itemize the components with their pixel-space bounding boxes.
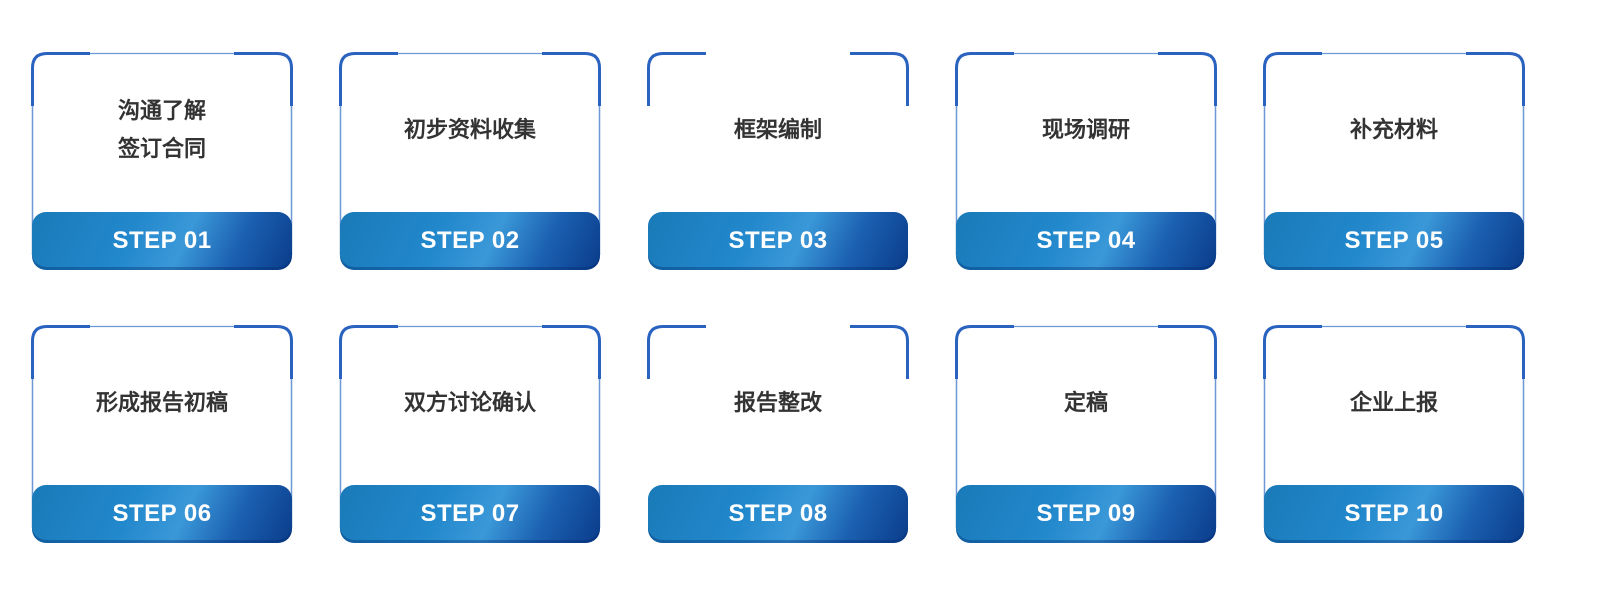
step-title: 现场调研 [955, 50, 1217, 212]
step-card: 报告整改 STEP 08 [647, 323, 909, 545]
step-card: 补充材料 STEP 05 [1263, 50, 1525, 272]
step-card: 企业上报 STEP 10 [1263, 323, 1525, 545]
step-number-label: STEP 10 [1264, 485, 1524, 543]
step-card: 双方讨论确认 STEP 07 [339, 323, 601, 545]
step-title: 企业上报 [1263, 323, 1525, 485]
step-title-line: 企业上报 [1349, 391, 1438, 416]
step-title: 报告整改 [647, 323, 909, 485]
step-card-outline [647, 52, 909, 106]
step-card: 现场调研 STEP 04 [955, 50, 1217, 272]
step-number-label: STEP 02 [340, 212, 600, 270]
step-title-line: 报告整改 [733, 391, 822, 416]
step-number-label: STEP 09 [956, 485, 1216, 543]
step-title-line: 初步资料收集 [403, 118, 536, 143]
step-number-label: STEP 08 [648, 485, 908, 543]
step-title-line: 形成报告初稿 [95, 391, 228, 416]
step-title: 沟通了解签订合同 [31, 50, 293, 212]
step-title: 双方讨论确认 [339, 323, 601, 485]
step-title-line: 双方讨论确认 [403, 391, 536, 416]
step-card-outline [339, 52, 601, 255]
step-card: 定稿 STEP 09 [955, 323, 1217, 545]
step-title-line: 沟通了解 [117, 99, 206, 124]
step-number-label: STEP 04 [956, 212, 1216, 270]
step-card: 框架编制 STEP 03 [647, 50, 909, 272]
step-title: 框架编制 [647, 50, 909, 212]
step-title: 定稿 [955, 323, 1217, 485]
step-title: 初步资料收集 [339, 50, 601, 212]
step-card-outline [647, 325, 909, 379]
step-title-line: 定稿 [1063, 391, 1108, 416]
step-card: 形成报告初稿 STEP 06 [31, 323, 293, 545]
step-title: 补充材料 [1263, 50, 1525, 212]
step-number-label: STEP 01 [32, 212, 292, 270]
step-title-line: 签订合同 [117, 137, 206, 162]
step-number-label: STEP 05 [1264, 212, 1524, 270]
step-title-line: 框架编制 [733, 118, 822, 143]
step-title: 形成报告初稿 [31, 323, 293, 485]
step-number-label: STEP 07 [340, 485, 600, 543]
step-number-label: STEP 06 [32, 485, 292, 543]
step-card: 初步资料收集 STEP 02 [339, 50, 601, 272]
step-title-line: 现场调研 [1041, 118, 1130, 143]
step-title-line: 补充材料 [1349, 118, 1438, 143]
step-number-label: STEP 03 [648, 212, 908, 270]
